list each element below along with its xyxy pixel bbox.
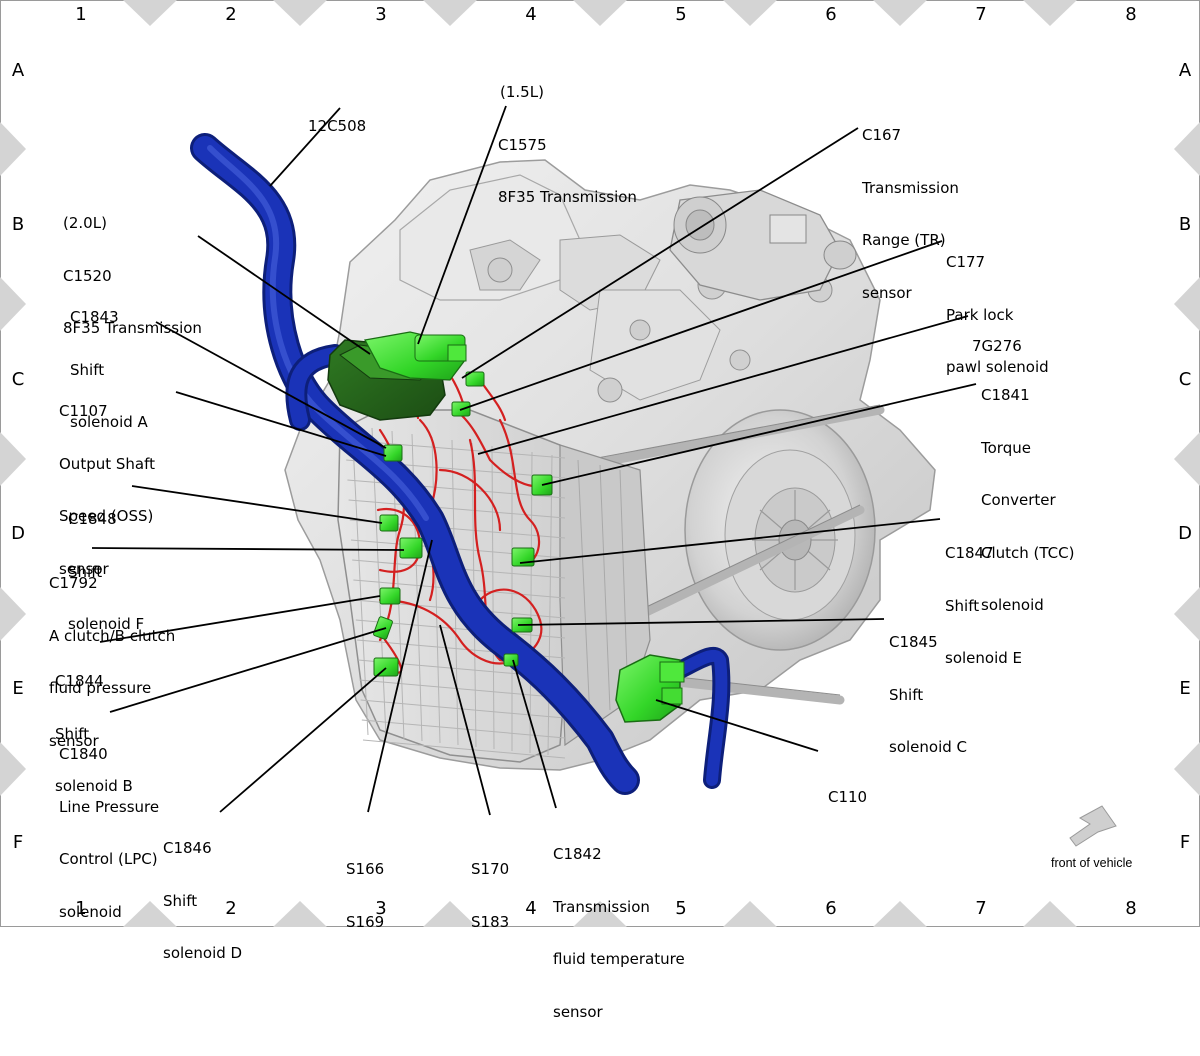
callout-12c508: 12C508 (308, 117, 367, 135)
leader-lines (91, 105, 977, 816)
callout-c110: C110 (828, 788, 868, 806)
c1520-connector-body (327, 331, 467, 421)
c110-connector (615, 654, 685, 723)
grid-row-c: C (11, 369, 25, 390)
grid-row-d-right: D (1178, 523, 1192, 544)
callout-7g276: 7G276 (972, 337, 1022, 355)
callout-c167: C167 Transmission Range (TR) sensor (862, 126, 959, 302)
grid-row-d: D (11, 523, 25, 544)
grid-col-4-bottom: 4 (525, 898, 537, 919)
grid-row-e-right: E (1179, 678, 1191, 699)
callout-c1520: (2.0L) C1520 8F35 Transmission (63, 214, 202, 337)
grid-col-6: 6 (825, 4, 837, 25)
callout-c1843: C1843 Shift solenoid A (70, 308, 148, 431)
c1848-connector (379, 514, 399, 532)
grid-col-5: 5 (675, 4, 687, 25)
grid-col-2-bottom: 2 (225, 898, 237, 919)
grid-col-3: 3 (375, 4, 387, 25)
callout-c1841: C1841 Torque Converter Clutch (TCC) sole… (981, 386, 1075, 614)
grid-col-4: 4 (525, 4, 537, 25)
grid-col-1: 1 (75, 4, 87, 25)
grid-col-8: 8 (1125, 4, 1137, 25)
c1844-connector (379, 587, 401, 605)
front-arrow-icon (1069, 805, 1117, 847)
grid-col-6-bottom: 6 (825, 898, 837, 919)
c1792-connector (399, 537, 423, 559)
callout-s166: S166 S169 (346, 860, 385, 931)
grid-row-a: A (11, 60, 25, 81)
c1843-connector (383, 444, 403, 462)
grid-row-a-right: A (1178, 60, 1192, 81)
callout-c1847: C1847 Shift solenoid E (945, 544, 1023, 667)
callout-c1842: C1842 Transmission fluid temperature sen… (553, 845, 685, 1021)
grid-col-8-bottom: 8 (1125, 898, 1137, 919)
c1846-connector (373, 657, 399, 677)
diagram-stage: 1 2 3 4 5 6 7 8 1 2 3 4 5 6 7 8 A B C D … (0, 0, 1200, 1020)
grid-col-7-bottom: 7 (975, 898, 987, 919)
callout-c177: C177 Park lock pawl solenoid (946, 253, 1049, 376)
main-wiring-harness (190, 133, 731, 795)
grid-col-7: 7 (975, 4, 987, 25)
callout-c1840: C1840 Line Pressure Control (LPC) soleno… (59, 745, 160, 921)
c167-connector (465, 371, 485, 387)
grid-row-e: E (12, 678, 24, 699)
callout-c1575: (1.5L) C1575 8F35 Transmission (498, 83, 637, 206)
grid-row-b-right: B (1178, 214, 1192, 235)
grid-row-c-right: C (1178, 369, 1192, 390)
grid-row-b: B (11, 214, 25, 235)
grid-col-1-bottom: 1 (75, 898, 87, 919)
frame-ticks (0, 0, 1200, 927)
callout-c1846: C1846 Shift solenoid D (163, 839, 243, 962)
grid-row-f: F (12, 832, 24, 853)
callout-c1848: C1848 Shift solenoid F (68, 510, 145, 633)
grid-col-5-bottom: 5 (675, 898, 687, 919)
callout-c1107: C1107 Output Shaft Speed (OSS) sensor (59, 402, 155, 578)
c1842-connector (503, 653, 519, 667)
callout-c1792: C1792 A clutch/B clutch fluid pressure s… (49, 574, 176, 750)
callout-c1844: C1844 Shift solenoid B (55, 672, 133, 795)
grid-col-2: 2 (225, 4, 237, 25)
front-of-vehicle-label: front of vehicle (1051, 856, 1133, 870)
grid-row-f-right: F (1179, 832, 1191, 853)
grid-col-3-bottom: 3 (375, 898, 387, 919)
callout-s170: S170 S183 (471, 860, 510, 931)
callout-c1845: C1845 Shift solenoid C (889, 633, 968, 756)
transmission-diagram (0, 0, 1200, 927)
